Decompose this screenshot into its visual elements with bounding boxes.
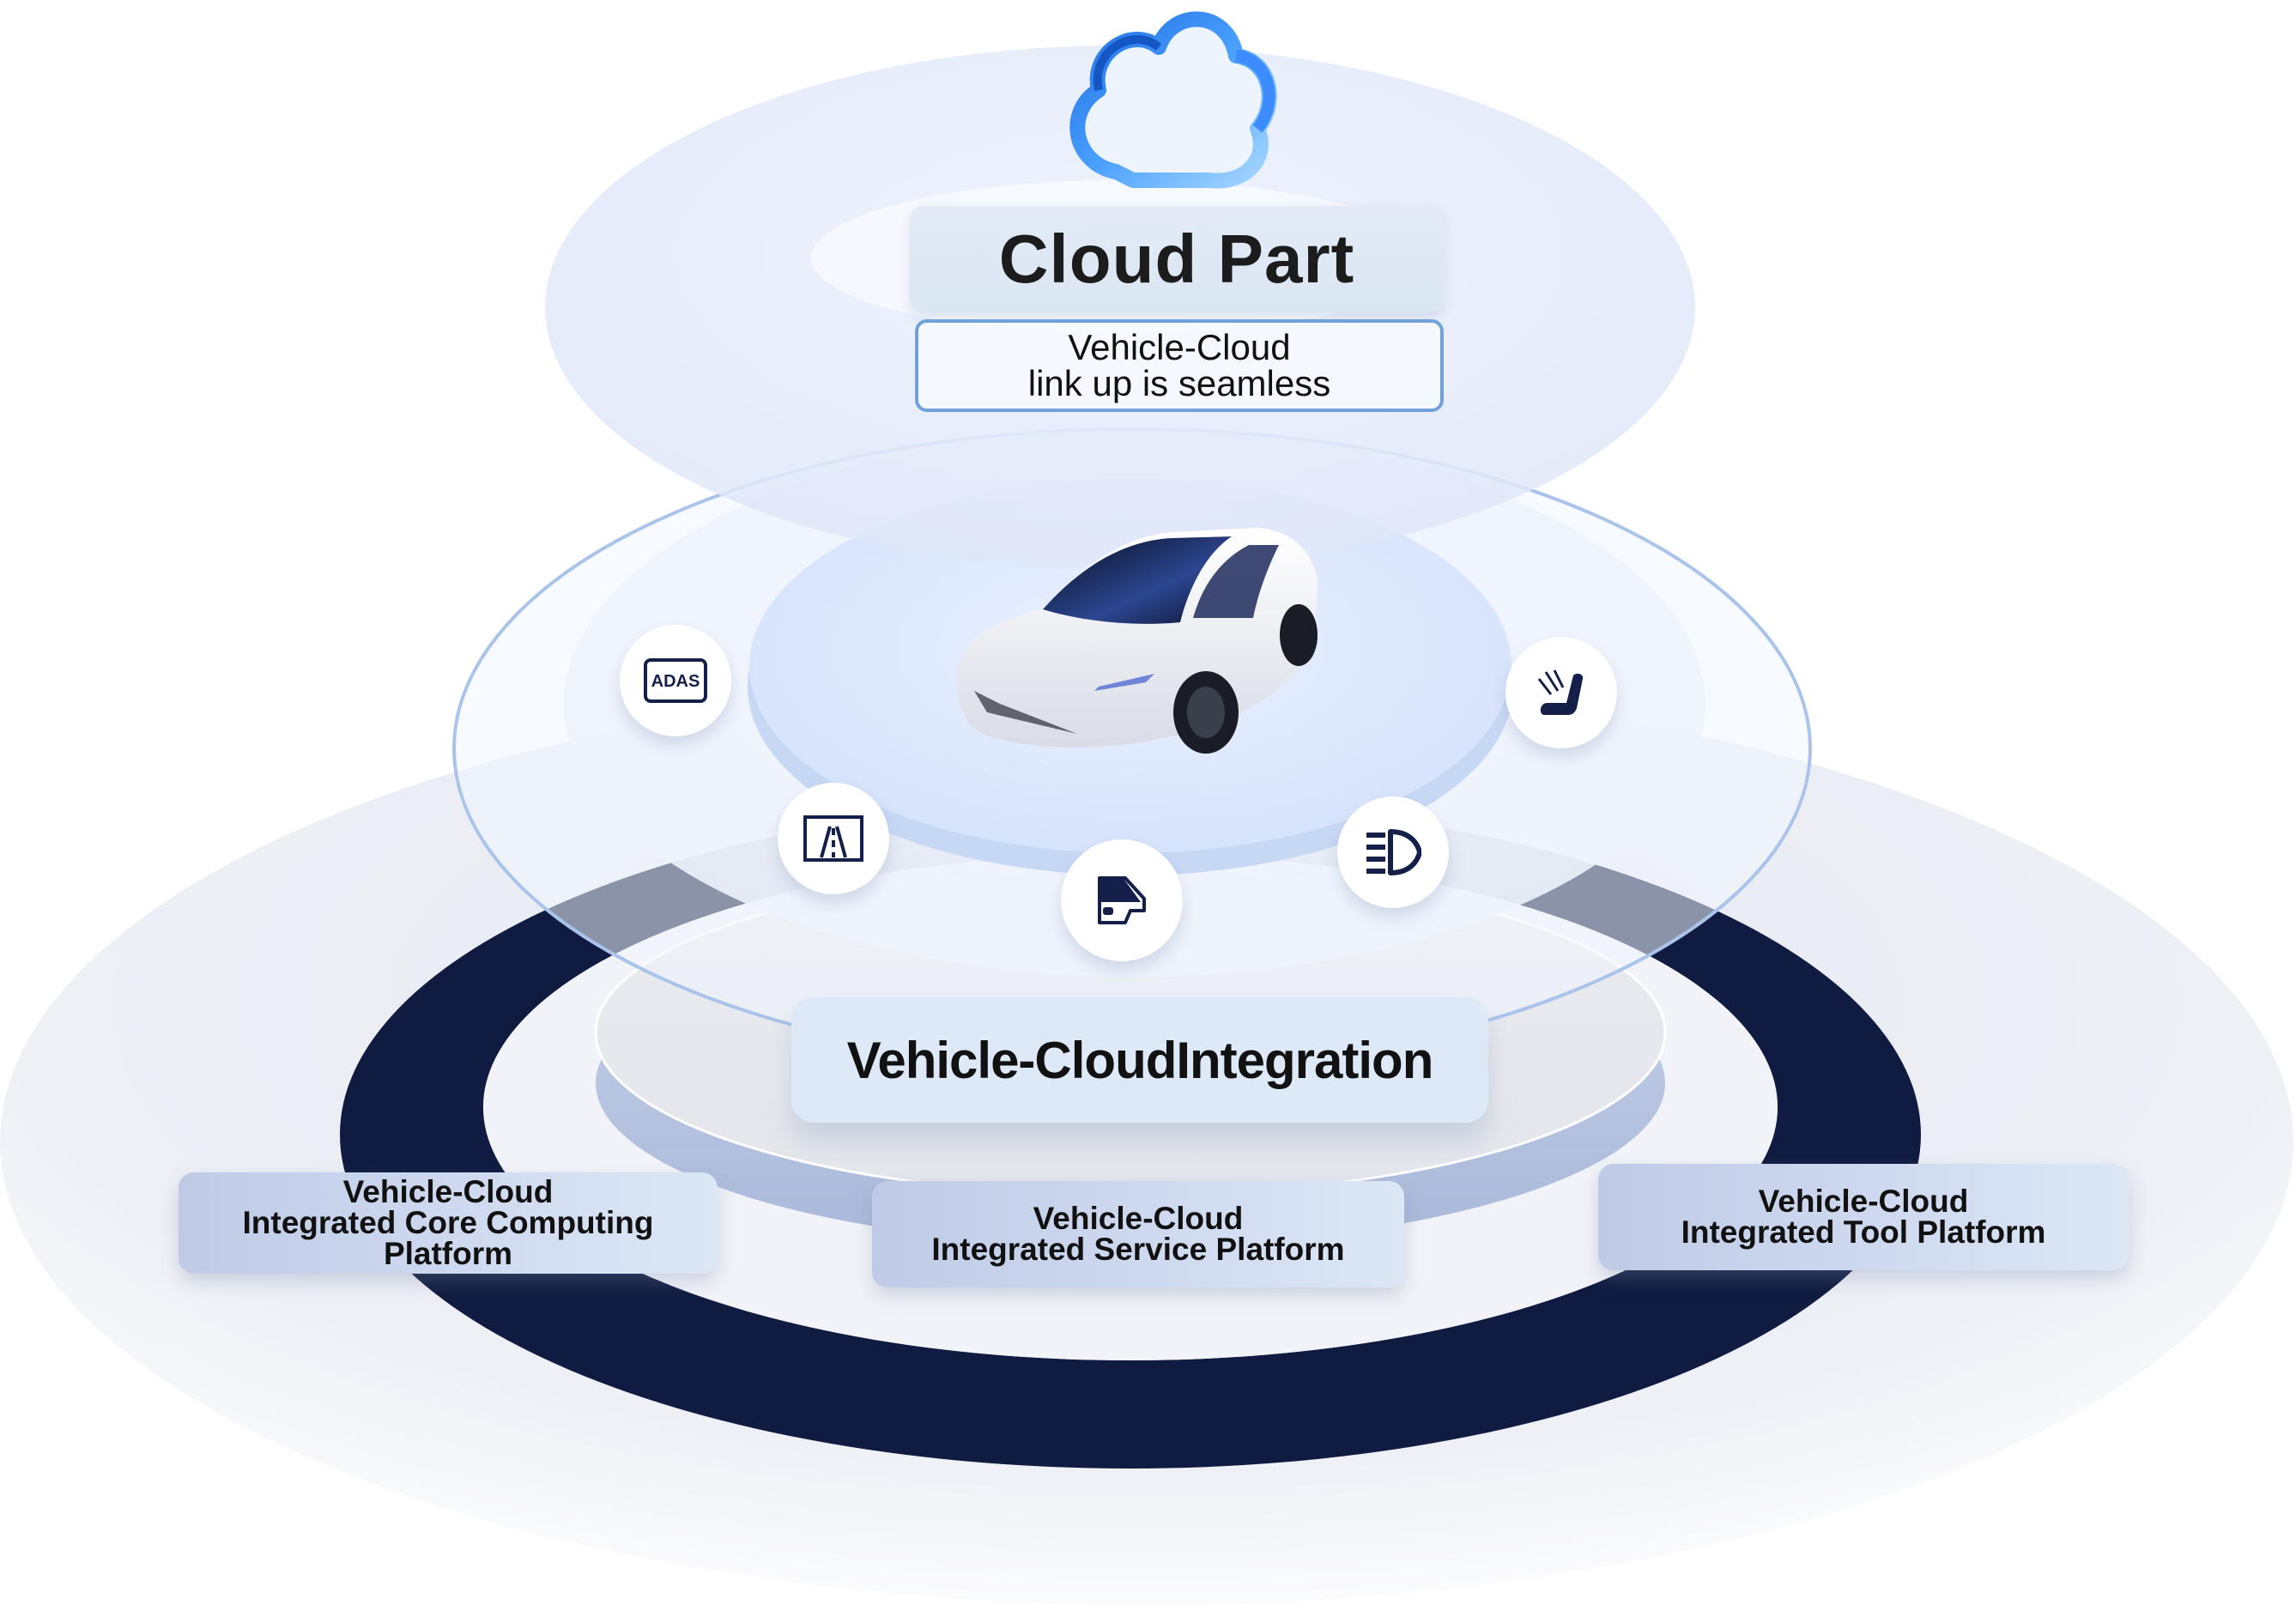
- platform-core-computing: Vehicle-Cloud Integrated Core Computing …: [179, 1172, 718, 1274]
- platform-label-line: Platform: [383, 1236, 513, 1271]
- car-door-icon: [1098, 876, 1146, 924]
- svg-text:ADAS: ADAS: [651, 672, 700, 691]
- integration-title-box: Vehicle-CloudIntegration: [791, 997, 1488, 1123]
- cloud-subtitle-line-1: Vehicle-Cloud: [1068, 327, 1291, 367]
- integration-title: Vehicle-CloudIntegration: [846, 1031, 1434, 1089]
- adas-icon: ADAS: [644, 658, 707, 703]
- headlight-icon: [1366, 829, 1421, 875]
- lane-feature-button[interactable]: [778, 783, 889, 894]
- platform-service: Vehicle-Cloud Integrated Service Platfor…: [872, 1181, 1404, 1287]
- platform-label-line: Integrated Tool Platform: [1681, 1214, 2046, 1250]
- platform-label-line: Integrated Service Platform: [931, 1232, 1345, 1267]
- platform-label-line: Vehicle-Cloud: [342, 1174, 554, 1209]
- door-feature-button[interactable]: [1061, 839, 1183, 961]
- headlight-feature-button[interactable]: [1337, 796, 1449, 908]
- road-lane-icon: [803, 815, 863, 862]
- platform-label-line: Integrated Core Computing: [242, 1205, 654, 1240]
- car-image: [956, 528, 1318, 754]
- adas-feature-button[interactable]: ADAS: [620, 625, 731, 736]
- heated-seat-feature-button[interactable]: [1505, 637, 1617, 748]
- cloud-subtitle-line-2: link up is seamless: [1027, 363, 1331, 403]
- cloud-part-title-box: Cloud Part: [910, 206, 1444, 312]
- cloud-part-title: Cloud Part: [998, 221, 1355, 297]
- platform-label-line: Vehicle-Cloud: [1758, 1184, 1969, 1219]
- heated-seat-icon: [1537, 669, 1584, 715]
- cloud-icon: [1069, 11, 1277, 189]
- platform-tool: Vehicle-Cloud Integrated Tool Platform: [1598, 1164, 2129, 1270]
- cloud-part-subtitle-box: Vehicle-Cloud link up is seamless: [915, 319, 1444, 412]
- platform-label-line: Vehicle-Cloud: [1033, 1201, 1244, 1236]
